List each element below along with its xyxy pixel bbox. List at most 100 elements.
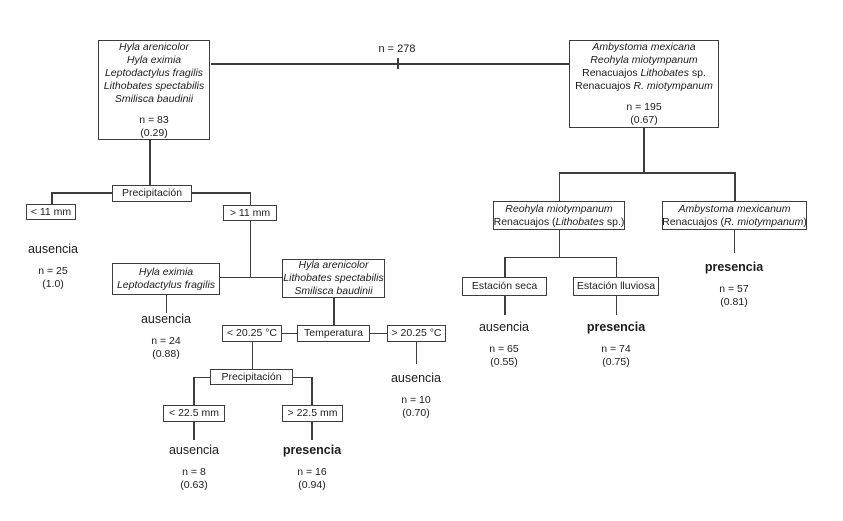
node-condition-lt-11mm: < 11 mm [26, 204, 76, 220]
species-name: Leptodactylus fragilis [104, 66, 204, 79]
connector [733, 230, 735, 253]
node-condition-rainy-season: Estación lluviosa [573, 277, 659, 296]
condition-label: < 22.5 mm [169, 407, 219, 419]
sample-size: n = 195 [626, 101, 662, 113]
species-name: Leptodactylus fragilis [116, 279, 216, 291]
probability: (0.75) [602, 355, 630, 368]
condition-label: < 20.25 °C [226, 327, 278, 339]
species-name: Ambystoma mexicanum [678, 202, 791, 215]
probability: (0.63) [180, 478, 208, 491]
connector [504, 256, 616, 258]
outcome-label: ausencia [168, 443, 220, 457]
connector [558, 230, 560, 257]
leaf-gt-2025c: ausencia n = 10 (0.70) [366, 371, 466, 419]
sample-size: n = 74 [601, 343, 631, 355]
leaf-dry-season: ausencia n = 65 (0.55) [454, 320, 554, 368]
probability: (0.29) [140, 126, 168, 139]
probability: (0.94) [298, 478, 326, 491]
node-species-group-hyla-leptodactylus: Hyla eximia Leptodactylus fragilis [112, 263, 220, 295]
outcome-label: presencia [704, 260, 764, 274]
connector-root-horizontal [211, 63, 569, 65]
probability: (0.55) [490, 355, 518, 368]
split-label: Precipitación [221, 370, 282, 383]
connector [293, 376, 312, 378]
outcome-label: presencia [282, 443, 342, 457]
species-name: Renacuajos Lithobates sp. [582, 67, 706, 79]
probability: (0.67) [630, 114, 658, 126]
sample-size: n = 8 [182, 466, 206, 478]
condition-label: > 11 mm [229, 206, 271, 219]
connector [311, 422, 313, 440]
leaf-gt-225mm: presencia n = 16 (0.94) [262, 443, 362, 491]
connector [333, 298, 335, 325]
outcome-label: ausencia [27, 242, 79, 256]
node-species-group-right: Ambystoma mexicana Reohyla miotympanum R… [569, 40, 719, 128]
condition-label: Estación lluviosa [576, 280, 656, 292]
connector [734, 172, 736, 201]
connector [643, 128, 645, 173]
root-sample-size-label: n = 278 [378, 43, 416, 55]
node-condition-gt-11mm: > 11 mm [223, 205, 277, 221]
node-condition-lt-2025c: < 20.25 °C [222, 325, 282, 342]
node-species-group-arenicolor-spectabilis-baudinii: Hyla arenicolor Lithobates spectabilis S… [282, 259, 385, 298]
node-condition-dry-season: Estación seca [462, 277, 547, 296]
species-name: Reohyla miotympanum [590, 54, 698, 66]
connector [558, 172, 736, 174]
sample-size: n = 57 [719, 283, 749, 295]
connector [615, 256, 617, 278]
sample-size: n = 10 [401, 394, 431, 406]
connector [504, 256, 506, 278]
node-condition-gt-2025c: > 20.25 °C [387, 325, 446, 342]
node-species-group-left: Hyla arenicolor Hyla eximia Leptodactylu… [98, 40, 210, 140]
species-name: Reohyla miotympanum [505, 202, 613, 215]
sample-size: n = 65 [489, 343, 519, 355]
connector [51, 192, 53, 204]
outcome-label: ausencia [478, 320, 530, 334]
node-condition-gt-225mm: > 22.5 mm [282, 405, 343, 422]
species-name: Lithobates spectabilis [283, 272, 384, 284]
sample-size: n = 25 [38, 265, 68, 277]
condition-label: > 20.25 °C [391, 327, 442, 339]
leaf-rainy-season: presencia n = 74 (0.75) [566, 320, 666, 368]
node-temperature: Temperatura [297, 325, 370, 342]
species-name: Renacuajos (R. miotympanum) [662, 215, 807, 228]
connector [192, 192, 251, 194]
sample-size: n = 83 [139, 113, 169, 126]
connector [165, 295, 167, 313]
connector [193, 376, 195, 405]
species-name: Ambystoma mexicana [592, 41, 696, 53]
split-label: Temperatura [304, 327, 363, 339]
connector [311, 376, 313, 405]
outcome-label: ausencia [390, 371, 442, 385]
probability: (0.81) [720, 295, 748, 308]
connector [282, 332, 297, 334]
leaf-lt-225mm: ausencia n = 8 (0.63) [144, 443, 244, 491]
connector [249, 221, 251, 277]
species-name: Hyla eximia [126, 53, 182, 66]
node-species-group-ambystoma-renacuajos: Ambystoma mexicanum Renacuajos (R. mioty… [662, 201, 807, 230]
probability: (0.88) [152, 347, 180, 360]
species-name: Renacuajos R. miotympanum [575, 80, 713, 92]
node-species-group-reohyla-renacuajos: Reohyla miotympanum Renacuajos (Lithobat… [493, 201, 625, 230]
leaf-hyla-leptodactylus: ausencia n = 24 (0.88) [116, 312, 216, 360]
condition-label: > 22.5 mm [287, 407, 338, 419]
root-tick-mark [397, 58, 399, 69]
connector [249, 192, 251, 205]
condition-label: < 11 mm [30, 205, 72, 218]
probability: (1.0) [42, 277, 64, 290]
connector [415, 342, 417, 364]
split-label: Precipitación [121, 187, 183, 199]
connector [149, 140, 151, 185]
leaf-lt-11mm: ausencia n = 25 (1.0) [3, 242, 103, 290]
species-name: Smilisca baudinii [114, 92, 194, 105]
species-name: Lithobates spectabilis [103, 79, 205, 92]
connector [558, 172, 560, 201]
connector [370, 332, 387, 334]
probability: (0.70) [402, 406, 430, 419]
leaf-ambystoma: presencia n = 57 (0.81) [684, 260, 784, 308]
condition-label: Estación seca [471, 280, 538, 292]
connector [220, 276, 282, 278]
outcome-label: ausencia [140, 312, 192, 326]
connector [251, 342, 253, 369]
